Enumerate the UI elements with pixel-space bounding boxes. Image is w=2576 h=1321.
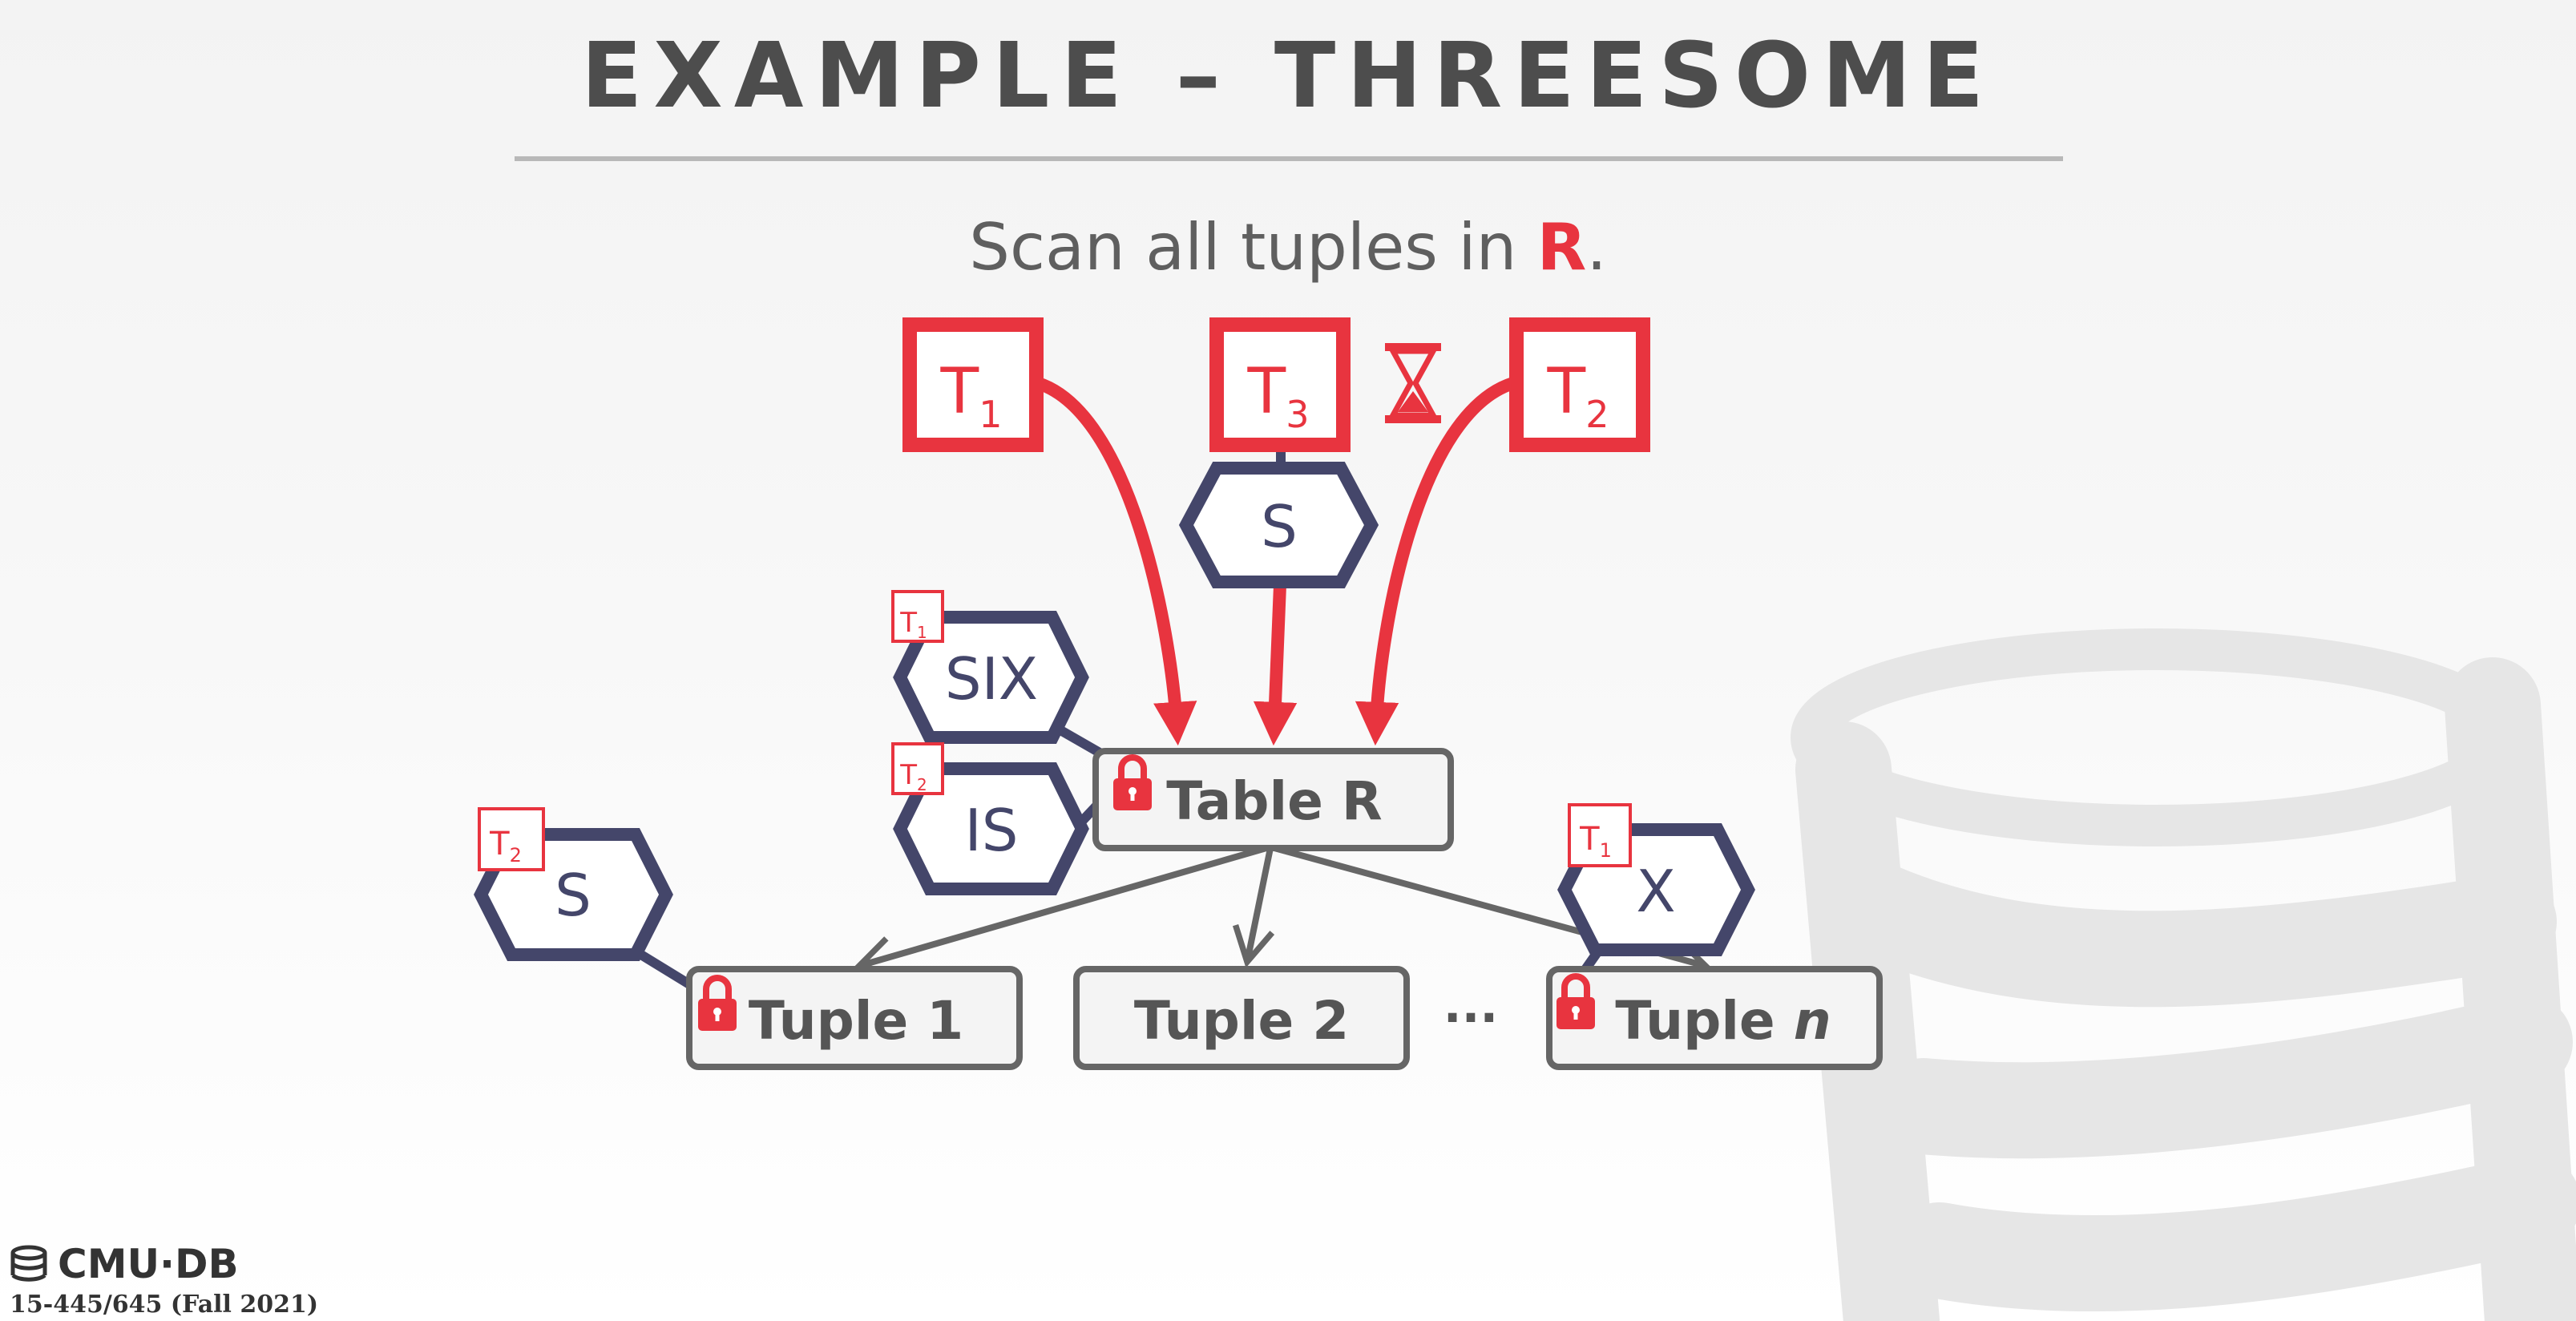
owner-sub: 2 [917, 775, 927, 794]
hourglass-icon [1385, 343, 1441, 423]
lock-mode-label: X [1636, 858, 1675, 925]
node-tuple-1: Tuple 1 [686, 966, 1023, 1070]
node-tuple-n: Tuple n [1546, 966, 1883, 1070]
t2-letter: T [1547, 356, 1586, 428]
owner-letter: T [899, 759, 917, 791]
owner-letter: T [489, 826, 510, 862]
request-arrow-t2 [1355, 377, 1516, 746]
database-watermark-icon [1791, 628, 2576, 1321]
lock-hex-t2-s: S T2 [474, 807, 673, 961]
edge-table-tuple1 [853, 845, 1268, 978]
node-label-variable: n [1794, 990, 1831, 1052]
node-label: Tuple 1 [749, 990, 963, 1052]
node-tuple-2: Tuple 2 [1073, 966, 1410, 1070]
owner-sub: 2 [510, 844, 522, 867]
edge-table-tuple2 [1232, 847, 1275, 968]
lock-mode-label: S [1261, 493, 1298, 560]
lock-mode-label: SIX [945, 645, 1038, 713]
owner-sub: 1 [917, 623, 927, 642]
svg-text:T2: T2 [899, 759, 927, 794]
svg-text:T2: T2 [489, 826, 522, 867]
t1-letter: T [940, 356, 979, 428]
lock-mode-label: IS [965, 797, 1019, 864]
lock-hex-t2-is: IS T2 [891, 742, 1089, 895]
transaction-t1: T1 [902, 317, 1044, 452]
node-table-r: Table R [1092, 748, 1454, 851]
lock-hex-t3-s: S [1178, 462, 1379, 588]
transaction-t3: T3 [1209, 317, 1351, 452]
node-label: Table R [1166, 770, 1382, 832]
node-label: Tuple 2 [1134, 990, 1349, 1052]
lock-hex-t1-six: SIX T1 [891, 590, 1089, 744]
request-arrow-t3 [1253, 584, 1298, 746]
title-divider [515, 156, 2063, 161]
t3-sub: 3 [1286, 393, 1309, 436]
logo-text: CMU·DB [58, 1241, 239, 1287]
svg-text:T2: T2 [1547, 356, 1609, 436]
slide-title: EXAMPLE – THREESOME [580, 24, 1996, 128]
svg-text:T3: T3 [1247, 356, 1310, 436]
owner-letter: T [899, 607, 917, 639]
owner-sub: 1 [1600, 839, 1612, 862]
svg-text:T1: T1 [940, 356, 1003, 436]
footer-logo: CMU·DB [8, 1241, 239, 1287]
t3-letter: T [1247, 356, 1286, 428]
course-label: 15-445/645 (Fall 2021) [10, 1291, 319, 1319]
database-icon [10, 1245, 47, 1282]
subtitle-period: . [1586, 210, 1607, 285]
lock-hex-t1-x: X T1 [1557, 803, 1755, 956]
lock-mode-label: S [555, 862, 592, 929]
node-label: Tuple [1615, 990, 1793, 1052]
svg-text:T1: T1 [1579, 821, 1612, 862]
svg-text:T1: T1 [899, 607, 927, 642]
ellipsis: ··· [1443, 990, 1498, 1046]
subtitle-relation: R [1536, 210, 1587, 285]
owner-letter: T [1579, 821, 1600, 858]
transaction-t2: T2 [1509, 317, 1650, 452]
svg-text:Tuple n: Tuple n [1615, 990, 1831, 1052]
subtitle-text: Scan all tuples in [969, 210, 1537, 285]
t1-sub: 1 [979, 393, 1002, 436]
request-arrow-t1 [1036, 377, 1197, 746]
t2-sub: 2 [1585, 393, 1609, 436]
slide-subtitle: Scan all tuples in R. [0, 210, 2576, 285]
